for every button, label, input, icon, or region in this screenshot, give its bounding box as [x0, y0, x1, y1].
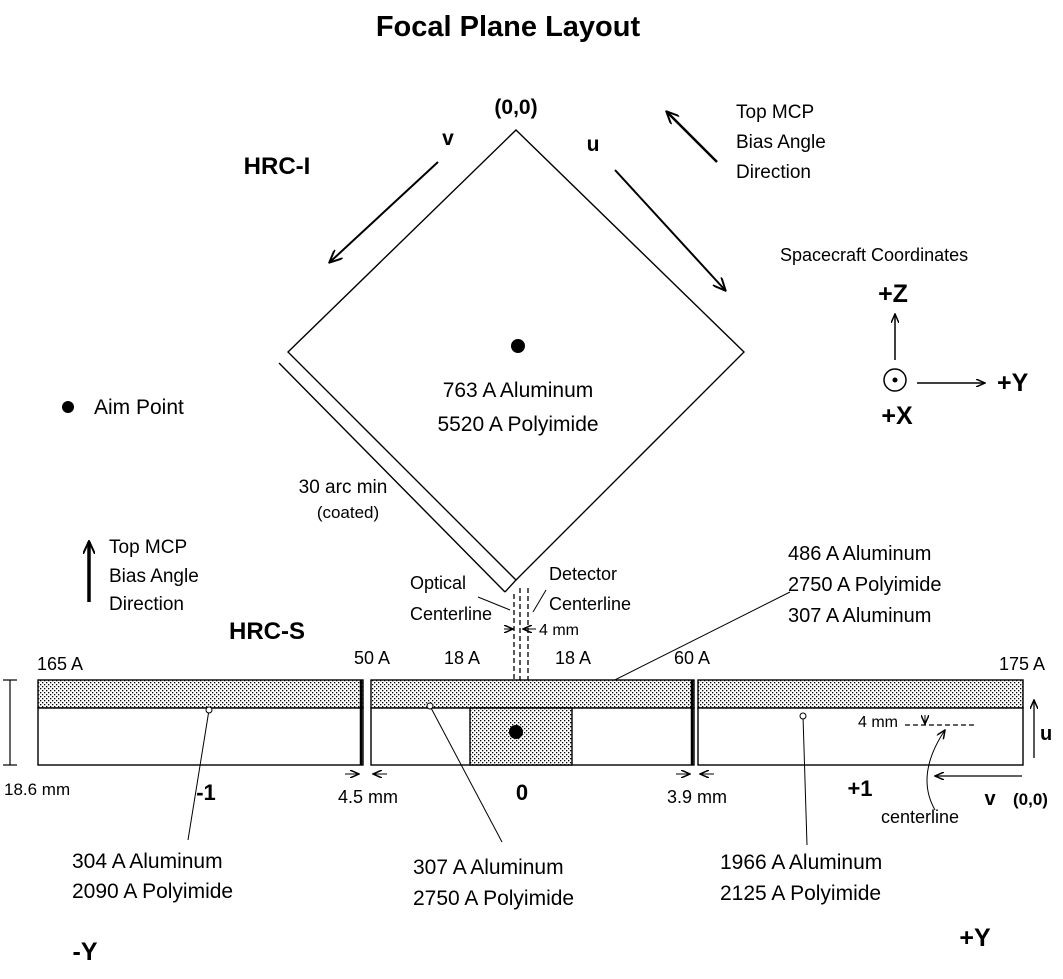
segment-minus1-band	[37, 679, 364, 709]
v-axis-arrow	[330, 161, 439, 262]
hrc-s-u-label: u	[1040, 723, 1052, 745]
hrc-i-bias-line2: Bias Angle	[736, 132, 826, 153]
height-label: 18.6 mm	[4, 780, 70, 799]
hrc-s-v-label: v	[984, 788, 996, 810]
right-filter-line3: 307 A Aluminum	[788, 605, 931, 627]
centerline-label: centerline	[881, 807, 959, 827]
coated-strip-line	[278, 362, 506, 593]
plus1-filter-pointer	[802, 715, 808, 846]
segment-plus1-band	[697, 679, 1024, 709]
segment-minus1-body	[37, 707, 364, 766]
hrc-s-title: HRC-S	[229, 618, 305, 645]
optical-centerline-label1: Optical	[410, 573, 466, 593]
minus-y-label: -Y	[73, 938, 98, 966]
hrc-i-filter-line1: 763 A Aluminum	[443, 379, 594, 402]
spacecraft-x-dot	[892, 377, 898, 383]
thickness-175: 175 A	[999, 654, 1045, 674]
right-filter-line1: 486 A Aluminum	[788, 543, 931, 565]
segment-plus1-label: +1	[847, 776, 872, 801]
center-filter-pointer	[429, 705, 503, 843]
segment-0-label: 0	[516, 780, 528, 805]
hrc-s-aim-dot	[509, 725, 523, 739]
centerlines	[504, 579, 529, 680]
detector-centerline-label2: Centerline	[549, 594, 631, 614]
thickness-60: 60 A	[674, 648, 710, 668]
plus-y-label: +Y	[959, 924, 991, 952]
hrc-i-bias-line3: Direction	[736, 162, 811, 183]
spacecraft-y-label: +Y	[997, 369, 1029, 397]
detector-centerline-pointer	[532, 589, 547, 613]
center-filter-line1: 307 A Aluminum	[413, 856, 564, 879]
hrc-s-origin-label: (0,0)	[1013, 790, 1048, 809]
segment-0-band	[370, 679, 695, 709]
coated-label-line2: (coated)	[317, 503, 379, 522]
thickness-50: 50 A	[354, 648, 390, 668]
hrc-i-detector	[278, 129, 745, 593]
plus1-filter-line2: 2125 A Polyimide	[720, 882, 881, 905]
segment-minus1-label: -1	[196, 780, 216, 805]
hrc-s-bias-line2: Bias Angle	[109, 566, 199, 587]
left-filter-line2: 2090 A Polyimide	[72, 880, 233, 903]
left-filter-pointer	[187, 709, 210, 841]
hrc-s-bias-line3: Direction	[109, 594, 184, 615]
aim-point-label: Aim Point	[94, 396, 184, 419]
detector-centerline-label1: Detector	[549, 564, 617, 584]
thickness-18-right: 18 A	[555, 648, 591, 668]
thickness-165: 165 A	[37, 654, 83, 674]
hrc-i-u-label: u	[587, 133, 600, 156]
left-filter-line1: 304 A Aluminum	[72, 850, 223, 873]
coated-strip-tip	[504, 579, 517, 593]
thickness-18-left: 18 A	[444, 648, 480, 668]
segment-plus1-body	[697, 707, 1024, 766]
optical-centerline-pointer	[477, 596, 511, 611]
offset-4mm-label: 4 mm	[539, 622, 579, 639]
hrc-i-v-label: v	[442, 127, 454, 150]
hrc-i-bias-line1: Top MCP	[736, 102, 814, 123]
gap-right-label: 3.9 mm	[667, 787, 727, 807]
page-title: Focal Plane Layout	[376, 11, 641, 43]
gap-left-label: 4.5 mm	[338, 787, 398, 807]
left-filter-pointer-end	[205, 706, 213, 714]
u-axis-arrow	[614, 169, 725, 290]
center-filter-line2: 2750 A Polyimide	[413, 887, 574, 910]
spacecraft-z-label: +Z	[878, 280, 908, 308]
plus1-filter-line1: 1966 A Aluminum	[720, 851, 882, 874]
optical-centerline-label2: Centerline	[410, 604, 492, 624]
right-filter-line2: 2750 A Polyimide	[788, 574, 941, 596]
hrc-s-bias-line1: Top MCP	[109, 537, 187, 558]
hrc-i-origin-label: (0,0)	[494, 96, 537, 119]
hrc-i-title: HRC-I	[244, 153, 311, 180]
hrc-i-bias-arrow	[667, 112, 718, 163]
spacecraft-x-label: +X	[881, 402, 913, 430]
center-filter-pointer-end	[426, 702, 434, 710]
hrc-i-filter-line2: 5520 A Polyimide	[437, 413, 598, 436]
centerline-offset-label: 4 mm	[858, 714, 898, 731]
centerline-pointer	[926, 730, 945, 811]
plus1-filter-pointer-end	[799, 712, 807, 720]
coated-label-line1: 30 arc min	[299, 477, 388, 498]
spacecraft-coords-title: Spacecraft Coordinates	[780, 245, 968, 265]
segment-0-center-patch	[469, 707, 573, 766]
aim-point-dot	[62, 401, 74, 413]
spacecraft-x-out-symbol	[883, 368, 907, 392]
hrc-i-aim-dot	[511, 339, 525, 353]
